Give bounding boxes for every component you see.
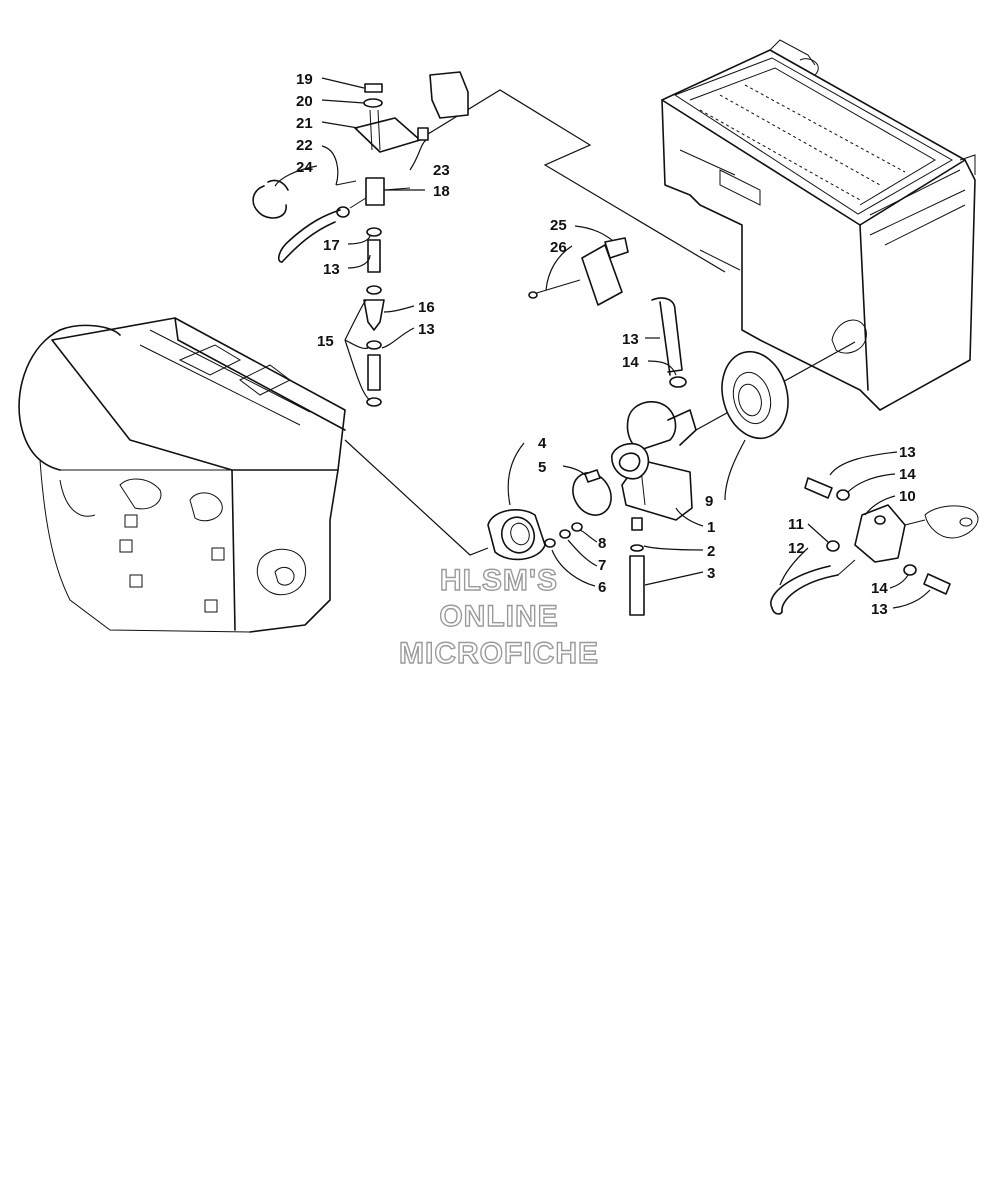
callout-8: 8 [598, 535, 606, 552]
callout-20: 20 [296, 93, 313, 110]
callout-labels: 19 20 21 22 24 23 18 17 13 16 15 13 25 2… [296, 71, 916, 618]
engine [18, 317, 346, 633]
engine-leader [344, 439, 489, 556]
fuel-pump [770, 477, 979, 615]
carburetor [611, 297, 856, 616]
callout-9: 9 [705, 493, 713, 510]
callout-11: 11 [788, 516, 804, 533]
callout-13-fuelline: 13 [418, 321, 435, 338]
callout-13-pump-bottom: 13 [871, 601, 888, 618]
fuel-valve-assembly [252, 71, 726, 407]
watermark-line-3: MICROFICHE [399, 637, 599, 670]
callout-18: 18 [433, 183, 450, 200]
callout-24: 24 [296, 159, 313, 176]
mount-bracket [528, 237, 629, 306]
callout-4: 4 [538, 435, 547, 452]
callout-leaders [274, 77, 931, 609]
callout-2: 2 [707, 543, 715, 560]
callout-6: 6 [598, 579, 606, 596]
callout-16: 16 [418, 299, 435, 316]
callout-7: 7 [598, 557, 606, 574]
callout-22: 22 [296, 137, 313, 154]
callout-1: 1 [707, 519, 715, 536]
callout-13-top: 13 [323, 261, 340, 278]
airbox [661, 39, 976, 411]
callout-15: 15 [317, 333, 334, 350]
callout-14-pump-bottom: 14 [871, 580, 888, 597]
callout-12: 12 [788, 540, 805, 557]
callout-17: 17 [323, 237, 340, 254]
watermark: HLSM'S ONLINE MICROFICHE [398, 563, 599, 670]
intake-flange [487, 469, 612, 561]
air-boot [721, 350, 789, 440]
callout-23: 23 [433, 162, 450, 179]
callout-25: 25 [550, 217, 567, 234]
callout-5: 5 [538, 459, 546, 476]
callout-21: 21 [296, 115, 313, 132]
callout-3: 3 [707, 565, 715, 582]
watermark-line-2: ONLINE [439, 600, 558, 633]
watermark-line-1: HLSM'S [440, 564, 558, 597]
callout-14-pump-top: 14 [899, 466, 916, 483]
callout-14-vent: 14 [622, 354, 639, 371]
callout-26: 26 [550, 239, 567, 256]
callout-19: 19 [296, 71, 313, 88]
callout-13-vent: 13 [622, 331, 639, 348]
callout-13-pump-top: 13 [899, 444, 916, 461]
callout-10: 10 [899, 488, 916, 505]
